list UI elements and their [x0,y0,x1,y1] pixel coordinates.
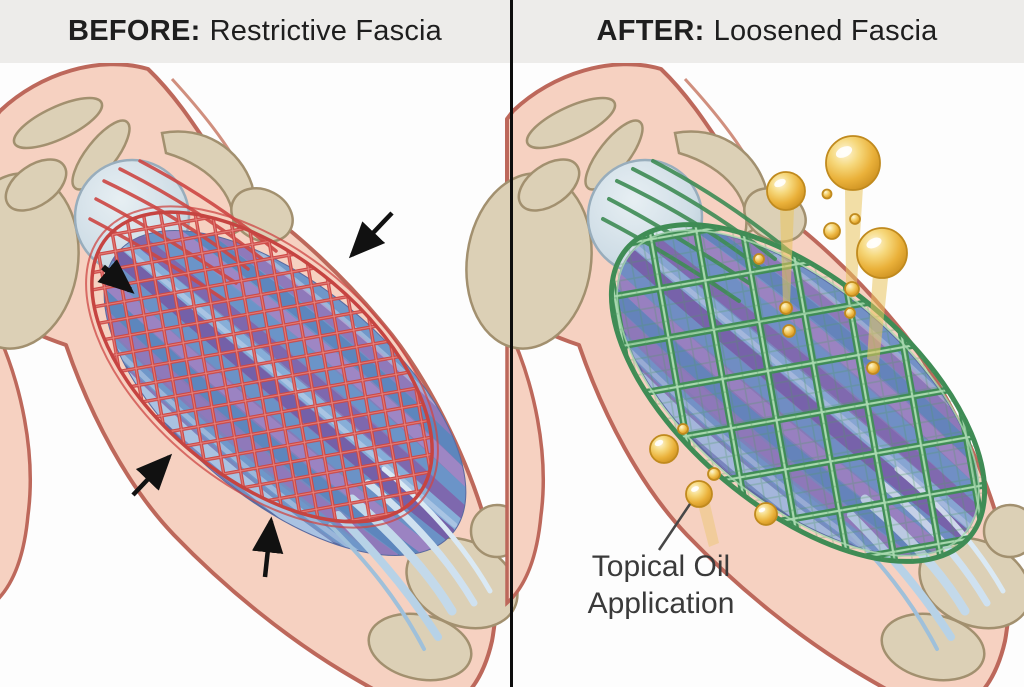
oil-droplet-highlights [654,146,882,513]
loosened-fascia-mesh [601,159,988,564]
oil-drip-icon [780,209,794,303]
oil-droplet-icon [856,227,908,279]
oil-droplet-icon [782,324,796,338]
topical-oil-label-line2: Application [587,587,735,620]
oil-droplet-icon [844,281,860,297]
after-caption-text: Loosened Fascia [713,15,938,47]
leader-line-icon [657,503,692,551]
topical-oil-label: Topical Oil Application [539,548,783,622]
after-caption-prefix: AFTER: [596,15,705,47]
panel-divider [510,0,513,687]
oil-droplet-icon [685,480,713,508]
oil-droplet-icon [844,307,856,319]
tension-arrow-icon [131,453,173,497]
oil-droplet-icon [866,361,880,375]
oil-droplet-icon [821,188,833,200]
oil-droplet-icon [677,423,689,435]
tension-arrow-icon [251,516,284,578]
topical-oil-label-line1: Topical Oil [591,550,731,583]
tension-arrow-icon [348,211,394,259]
oil-drips [695,187,889,547]
oil-drip-icon [867,269,889,363]
tension-arrows [97,211,394,578]
oil-droplet-icon [825,135,881,191]
after-panel-illustration [455,64,1024,687]
oil-droplet-icon [649,434,679,464]
oil-droplet-icon [779,301,793,315]
illustration-canvas [0,63,1024,687]
after-caption: AFTER: Loosened Fascia [510,0,1024,63]
before-caption-text: Restrictive Fascia [209,15,443,47]
before-panel-illustration [0,64,532,687]
before-caption: BEFORE: Restrictive Fascia [0,0,510,63]
oil-droplet-icon [823,222,841,240]
oil-droplet-icon [766,171,806,211]
oil-droplet-icon [754,502,778,526]
restrictive-fascia-mesh [85,159,439,529]
before-caption-prefix: BEFORE: [67,15,201,47]
muscle-tension-arrow-icon [97,259,135,294]
oil-droplet-icon [849,213,861,225]
oil-drip-icon [845,187,863,283]
oil-droplet-icon [753,253,765,265]
oil-droplet-icon [707,467,721,481]
